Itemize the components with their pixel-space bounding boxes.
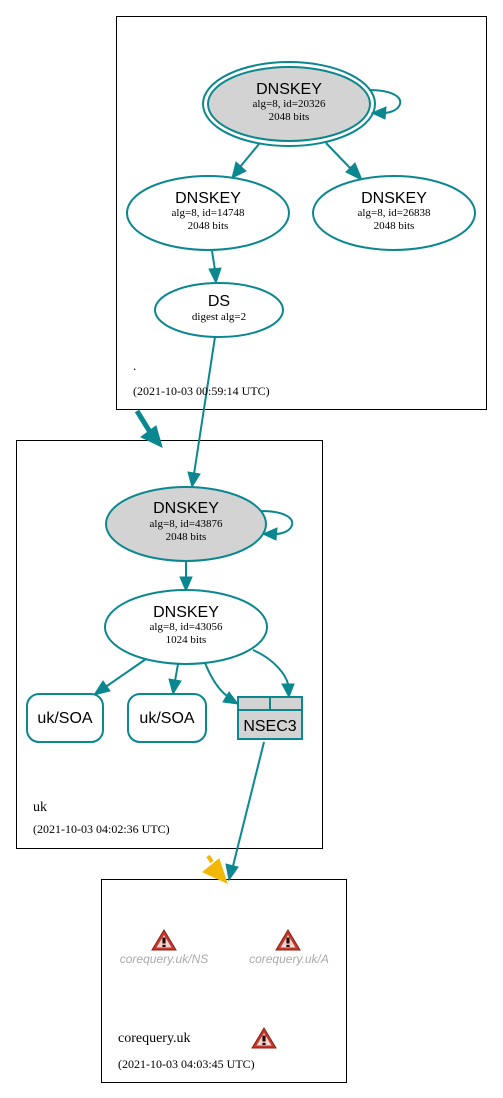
nsec3-node[interactable]: NSEC3 <box>237 696 303 740</box>
arrowhead <box>187 471 201 489</box>
arrowhead <box>208 267 222 285</box>
arrowhead <box>222 691 240 705</box>
uk-soa-node[interactable]: uk/SOA <box>26 693 104 743</box>
edge-ds-to-uk-ksk <box>193 336 216 475</box>
node-detail: 1024 bits <box>166 634 207 646</box>
uk-zone-timestamp: (2021-10-03 04:02:36 UTC) <box>33 822 170 836</box>
arrowhead <box>345 162 363 182</box>
node-detail: 2048 bits <box>188 220 229 232</box>
warning-icon <box>275 929 301 951</box>
node-detail: alg=8, id=26838 <box>358 207 431 219</box>
arrowhead <box>140 425 163 448</box>
edge-uk-zsk-to-soa2 <box>174 663 179 682</box>
uk-ksk-self-signature <box>260 510 294 536</box>
corequery-a-node[interactable]: corequery.uk/A <box>249 929 329 966</box>
arrowhead <box>261 527 278 541</box>
delegation-uk-to-corequery <box>206 854 214 864</box>
arrowhead <box>281 683 295 699</box>
root-zsk-14748-node[interactable]: DNSKEY alg=8, id=14748 2048 bits <box>126 175 290 251</box>
node-title: DNSKEY <box>175 190 241 207</box>
edge-uk-zsk-to-soa1 <box>103 658 147 689</box>
warning-icon <box>251 1027 277 1049</box>
arrowhead <box>231 161 247 179</box>
node-label: uk/SOA <box>37 710 92 727</box>
node-detail: alg=8, id=20326 <box>253 98 326 110</box>
node-title: DNSKEY <box>153 604 219 621</box>
corequery-ns-node[interactable]: corequery.uk/NS <box>120 929 208 966</box>
arrowhead <box>168 678 182 696</box>
root-zone-box <box>116 16 487 410</box>
arrowhead <box>370 106 387 120</box>
edge-root-ksk-to-zsk2 <box>325 142 353 171</box>
edge-nsec3-to-corequery <box>232 741 265 867</box>
node-detail: alg=8, id=43056 <box>150 621 223 633</box>
node-title: DNSKEY <box>153 500 219 517</box>
arrowhead <box>92 680 111 696</box>
edge-root-ksk-to-zsk1 <box>239 143 260 168</box>
node-label: NSEC3 <box>243 718 296 735</box>
root-zone-name: . <box>133 358 136 373</box>
warning-icon <box>151 929 177 951</box>
uk-ds-node[interactable]: DS digest alg=2 <box>154 282 284 338</box>
uk-zone-name: uk <box>33 800 47 815</box>
corequery-zone-box <box>101 879 347 1083</box>
node-label: uk/SOA <box>139 710 194 727</box>
node-detail: 2048 bits <box>166 531 207 543</box>
uk-zsk-node[interactable]: DNSKEY alg=8, id=43056 1024 bits <box>104 589 268 665</box>
node-title: DNSKEY <box>361 190 427 207</box>
node-detail: alg=8, id=43876 <box>150 518 223 530</box>
node-detail: 2048 bits <box>269 111 310 123</box>
edge-uk-zsk-to-nsec3-a <box>204 662 231 699</box>
node-label: corequery.uk/A <box>249 952 329 966</box>
node-detail: alg=8, id=14748 <box>172 207 245 219</box>
corequery-zone-name: corequery.uk <box>118 1031 191 1046</box>
node-label: corequery.uk/NS <box>120 952 208 966</box>
arrowhead <box>202 858 228 884</box>
corequery-zone-timestamp: (2021-10-03 04:03:45 UTC) <box>118 1057 255 1071</box>
uk-soa-node[interactable]: uk/SOA <box>127 693 207 743</box>
node-detail: digest alg=2 <box>192 311 246 323</box>
node-detail: 2048 bits <box>374 220 415 232</box>
node-title: DNSKEY <box>256 81 322 98</box>
uk-ksk-node[interactable]: DNSKEY alg=8, id=43876 2048 bits <box>105 486 267 562</box>
arrowhead <box>225 863 239 882</box>
arrowhead <box>179 576 193 593</box>
uk-zone-box <box>16 440 323 849</box>
root-ksk-node[interactable]: DNSKEY alg=8, id=20326 2048 bits <box>202 61 376 147</box>
edge-root-zsk1-to-ds <box>211 250 216 271</box>
node-title: DS <box>208 293 230 310</box>
root-zone-timestamp: (2021-10-03 00:59:14 UTC) <box>133 384 270 398</box>
edge-uk-zsk-to-nsec3-b <box>252 649 289 685</box>
delegation-root-to-uk <box>134 409 153 434</box>
root-zsk-26838-node[interactable]: DNSKEY alg=8, id=26838 2048 bits <box>312 175 476 251</box>
